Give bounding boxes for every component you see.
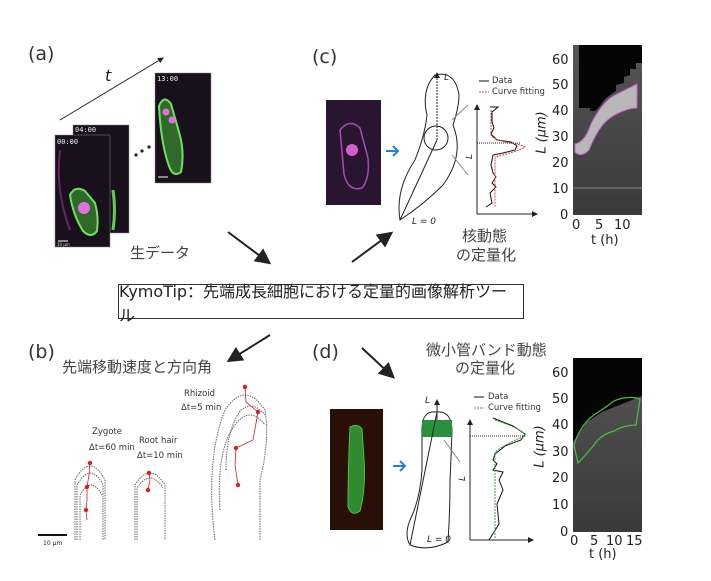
- y-tick: 50: [552, 392, 569, 407]
- panel-d-label: (d): [312, 341, 339, 363]
- nucleus-track-c: [574, 83, 638, 156]
- y-tick: 60: [552, 53, 569, 68]
- cell-outline-c: [398, 73, 460, 221]
- profile-data-c: [485, 106, 518, 208]
- time-arrow: [59, 57, 164, 121]
- ellipsis-dots: [134, 145, 151, 157]
- origin-label: L = 0: [427, 535, 452, 545]
- band-track-d: [573, 396, 641, 465]
- arrow-a-to-box: [227, 231, 272, 265]
- profile-fit-c: [490, 110, 526, 207]
- frame-scale-label: 10 μm: [57, 242, 70, 247]
- legend-data: Data: [492, 76, 513, 86]
- axis-L-label: L: [444, 73, 450, 83]
- panel-c-label: (c): [312, 46, 338, 68]
- y-tick: 0: [560, 525, 569, 540]
- cell-interval-root-hair: Δt=10 min: [137, 451, 183, 461]
- x-axis-label: t (h): [589, 547, 617, 562]
- axis-L-label: L: [425, 396, 431, 406]
- x-tick: 10: [614, 218, 631, 233]
- kymotip-title-box: KymoTip：先端成長細胞における定量的画像解析ツール: [118, 282, 524, 325]
- blue-arrow-icon-d: [393, 460, 407, 472]
- panel-b-caption: 先端移動速度と方向角: [62, 358, 213, 376]
- y-tick: 60: [552, 366, 569, 381]
- raw-data-caption: 生データ: [130, 244, 191, 262]
- arrow-box-to-c: [351, 231, 394, 263]
- cell-interval-rhizoid: Δt=5 min: [181, 403, 222, 413]
- arrow-box-to-d: [361, 347, 395, 379]
- blue-arrow-icon: [386, 145, 400, 157]
- x-tick: 15: [626, 534, 643, 549]
- y-tick: 10: [552, 498, 569, 513]
- profile-L-label: L: [458, 475, 469, 482]
- frame-timestamp: 04:00: [75, 126, 97, 134]
- legend-data: Data: [488, 392, 509, 402]
- profile-data-d: [488, 417, 526, 541]
- cell-name-zygote: Zygote: [92, 427, 123, 437]
- cell-name-rhizoid: Rhizoid: [184, 389, 216, 399]
- legend-curve-fitting: Curve fitting: [492, 87, 545, 97]
- x-tick: 0: [572, 218, 581, 233]
- cell-outline-d: [406, 411, 453, 549]
- panel-d-caption-1: 微小管バンド動態: [426, 341, 547, 359]
- y-tick: 10: [552, 182, 569, 197]
- panel-d-caption-2: の定量化: [455, 359, 516, 377]
- cell-name-root-hair: Root hair: [139, 436, 178, 446]
- y-tick: 30: [552, 130, 569, 145]
- panel-a-label: (a): [28, 43, 55, 65]
- y-tick: 40: [552, 418, 569, 433]
- origin-label: L = 0: [412, 217, 437, 227]
- arrow-box-to-b: [226, 334, 271, 363]
- y-tick: 40: [552, 104, 569, 119]
- x-tick: 5: [595, 218, 604, 233]
- frame-timestamp: 00:00: [57, 138, 79, 146]
- profile-L-label: L: [465, 153, 476, 160]
- time-axis-label: t: [105, 66, 112, 85]
- panel-b-label: (b): [28, 341, 55, 363]
- frame-timestamp: 13:00: [157, 75, 179, 83]
- tip-trajectories: [83, 384, 261, 521]
- y-axis-label: L (μm): [532, 425, 548, 468]
- x-tick: 5: [590, 534, 599, 549]
- y-axis-label: L (μm): [534, 111, 550, 154]
- microtubule-band: [422, 420, 452, 437]
- scale-bar-label: 10 μm: [43, 540, 63, 547]
- legend-curve-fitting: Curve fitting: [488, 403, 541, 413]
- tip-contours: [74, 394, 268, 541]
- cell-frame-13: [157, 98, 184, 175]
- x-tick: 10: [606, 534, 623, 549]
- panel-c-caption-2: の定量化: [456, 246, 517, 264]
- cell-interval-zygote: Δt=60 min: [89, 443, 135, 453]
- y-tick: 50: [552, 78, 569, 93]
- y-tick: 0: [560, 208, 569, 223]
- x-tick: 0: [570, 534, 579, 549]
- x-axis-label: t (h): [591, 233, 619, 248]
- y-tick: 30: [552, 445, 569, 460]
- y-tick: 20: [552, 156, 569, 171]
- y-tick: 20: [552, 471, 569, 486]
- panel-c-caption-1: 核動態: [462, 227, 508, 245]
